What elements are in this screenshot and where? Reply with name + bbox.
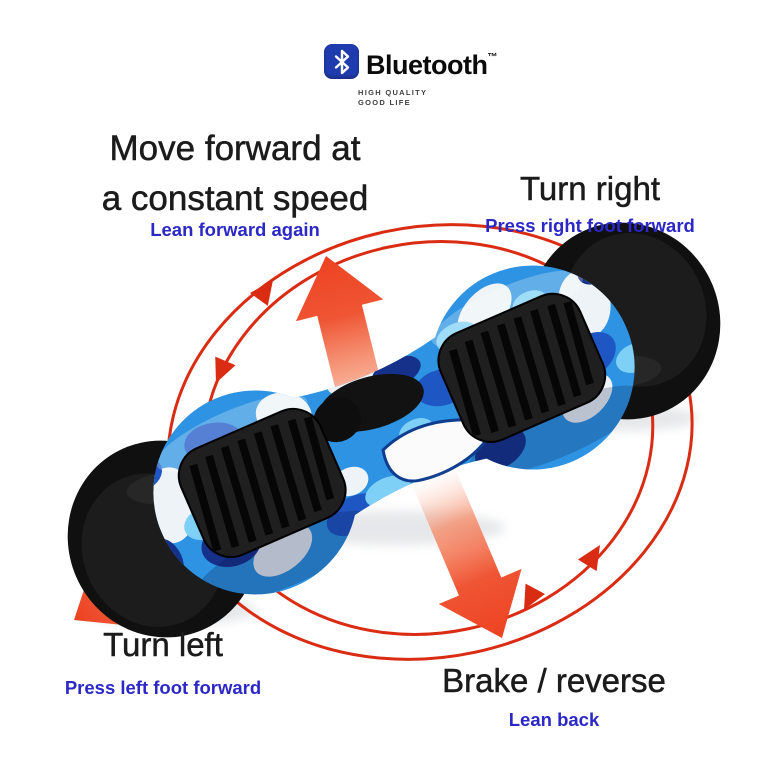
right-footpad [437,292,607,443]
brake-arrow [411,465,522,638]
center-bumper [313,373,424,443]
turn-left-title: Turn left [103,626,223,664]
bluetooth-wordmark: Bluetooth™ [366,50,497,80]
rotation-arrowheads [215,280,600,610]
left-footpad [177,407,347,558]
rotation-arrowhead [215,356,236,383]
annotation-turn-left: Turn left Press left foot forward [33,622,293,700]
rotation-arrowhead [524,583,545,610]
brand-tagline: HIGH QUALITY GOOD LIFE [358,88,427,107]
annotation-brake-reverse: Brake / reverse Lean back [414,658,694,732]
bluetooth-badge [324,44,359,79]
rotation-arrowhead [577,545,600,572]
annotation-turn-right: Turn right Press right foot forward [455,166,725,238]
brake-reverse-subtitle: Lean back [508,709,600,730]
trademark-symbol: ™ [487,52,497,63]
tagline-line2: GOOD LIFE [358,97,411,107]
tagline-line1: HIGH QUALITY [358,88,428,97]
annotation-move-forward: Move forward at a constant speed Lean fo… [70,124,400,242]
move-forward-subtitle: Lean forward again [150,219,320,240]
bluetooth-icon [334,49,349,74]
brake-reverse-title: Brake / reverse [442,662,666,700]
turn-right-subtitle: Press right foot forward [485,215,695,236]
turn-right-title: Turn right [520,170,661,208]
turn-left-subtitle: Press left foot forward [64,677,262,698]
hoverboard [67,222,721,638]
move-forward-title-line1: Move forward at [109,129,361,169]
bluetooth-logo: Bluetooth™ [324,40,497,83]
move-forward-title-line2: a constant speed [101,179,369,219]
rotation-arrowhead [249,280,273,306]
